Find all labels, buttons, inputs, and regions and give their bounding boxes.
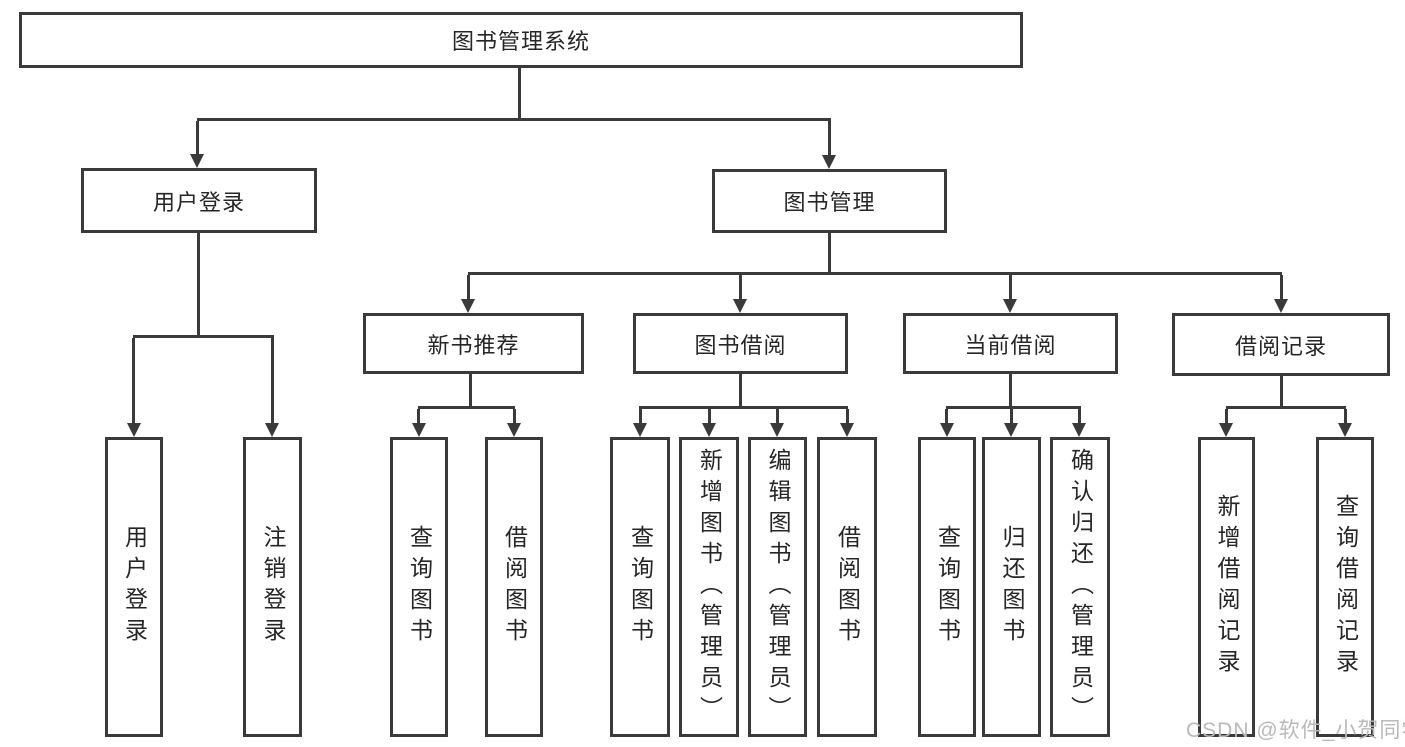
connector-bb-bar bbox=[639, 406, 848, 409]
node-new-books: 新书推荐 bbox=[363, 313, 584, 374]
connector-br-down bbox=[1280, 376, 1283, 408]
connector-cb-leaf1-stem bbox=[945, 409, 948, 424]
arrowhead-leaf-logout bbox=[265, 423, 279, 437]
arrowhead-cb-query bbox=[940, 423, 954, 437]
node-user-login: 用户登录 bbox=[81, 168, 317, 233]
leaf-nb-query-books: 查询图书 bbox=[390, 437, 448, 737]
leaf-br-query-record: 查询借阅记录 bbox=[1316, 437, 1374, 737]
connector-new-books-stem bbox=[467, 275, 470, 300]
arrowhead-new-books bbox=[461, 299, 475, 313]
connector-root-bar bbox=[197, 118, 831, 121]
connector-bb-leaf4-stem bbox=[846, 409, 849, 424]
arrowhead-book-borrow bbox=[733, 299, 747, 313]
connector-book-borrow-stem bbox=[739, 275, 742, 300]
connector-cb-leaf2-stem bbox=[1010, 409, 1013, 424]
connector-ul-leaf1-stem bbox=[132, 338, 135, 424]
connector-current-borrow-stem bbox=[1009, 275, 1012, 300]
leaf-bb-borrow-books-label: 借阅图书 bbox=[834, 525, 861, 649]
leaf-bb-borrow-books: 借阅图书 bbox=[817, 437, 877, 737]
connector-nb-leaf1-stem bbox=[417, 409, 420, 424]
node-root-label: 图书管理系统 bbox=[451, 29, 590, 54]
arrowhead-bb-query bbox=[633, 423, 647, 437]
arrowhead-leaf-user-login bbox=[127, 423, 141, 437]
leaf-cb-query-books: 查询图书 bbox=[918, 437, 976, 737]
leaf-user-login: 用户登录 bbox=[105, 437, 163, 737]
arrowhead-br-query bbox=[1338, 423, 1352, 437]
node-book-mgmt-label: 图书管理 bbox=[783, 190, 876, 215]
connector-bm-bar bbox=[468, 272, 1282, 275]
arrowhead-bb-borrow bbox=[840, 423, 854, 437]
connector-bb-down bbox=[739, 374, 742, 406]
leaf-cb-confirm-return-label: 确认归还（管理员） bbox=[1067, 447, 1094, 727]
leaf-cb-return-books-label: 归还图书 bbox=[999, 525, 1025, 649]
arrowhead-nb-query bbox=[412, 423, 426, 437]
leaf-bb-edit-books: 编辑图书（管理员） bbox=[748, 437, 807, 737]
connector-cb-down bbox=[1009, 374, 1012, 406]
arrowhead-book-mgmt bbox=[822, 155, 836, 169]
leaf-bb-add-books-label: 新增图书（管理员） bbox=[696, 447, 723, 727]
leaf-cb-query-books-label: 查询图书 bbox=[934, 525, 961, 649]
leaf-nb-borrow-books-label: 借阅图书 bbox=[501, 525, 528, 649]
connector-cb-bar bbox=[946, 406, 1081, 409]
node-borrow-records-label: 借阅记录 bbox=[1234, 333, 1327, 359]
leaf-bb-edit-books-label: 编辑图书（管理员） bbox=[765, 447, 791, 727]
arrowhead-br-add bbox=[1219, 423, 1233, 437]
connector-book-mgmt-stem bbox=[828, 121, 831, 156]
connector-nb-down bbox=[469, 374, 472, 408]
leaf-cb-confirm-return: 确认归还（管理员） bbox=[1050, 437, 1110, 737]
arrowhead-borrow-records bbox=[1274, 299, 1288, 313]
connector-br-leaf2-stem bbox=[1344, 409, 1347, 424]
arrowhead-cb-confirm bbox=[1072, 423, 1086, 437]
connector-user-login-stem bbox=[196, 121, 199, 156]
node-current-borrow-label: 当前借阅 bbox=[964, 332, 1057, 358]
connector-borrow-records-stem bbox=[1280, 275, 1283, 300]
node-user-login-label: 用户登录 bbox=[152, 189, 245, 215]
arrowhead-cb-return bbox=[1004, 423, 1018, 437]
leaf-br-query-record-label: 查询借阅记录 bbox=[1332, 494, 1359, 680]
connector-bb-leaf3-stem bbox=[776, 409, 779, 424]
leaf-bb-query-books-label: 查询图书 bbox=[627, 525, 654, 649]
arrowhead-user-login bbox=[190, 154, 204, 168]
leaf-bb-add-books: 新增图书（管理员） bbox=[679, 437, 739, 737]
leaf-br-add-record-label: 新增借阅记录 bbox=[1214, 494, 1240, 680]
arrowhead-bb-edit bbox=[770, 423, 784, 437]
leaf-bb-query-books: 查询图书 bbox=[610, 437, 670, 737]
leaf-nb-query-books-label: 查询图书 bbox=[406, 525, 433, 649]
arrowhead-bb-add bbox=[702, 423, 716, 437]
csdn-watermark: CSDN @软件_小贺同学 bbox=[1186, 719, 1405, 742]
leaf-nb-borrow-books: 借阅图书 bbox=[485, 437, 543, 737]
node-book-borrow-label: 图书借阅 bbox=[694, 332, 787, 358]
leaf-user-login-label: 用户登录 bbox=[121, 525, 148, 649]
node-borrow-records: 借阅记录 bbox=[1172, 313, 1390, 376]
connector-cb-leaf3-stem bbox=[1078, 409, 1081, 424]
connector-ul-bar bbox=[133, 335, 274, 338]
connector-ul-leaf2-stem bbox=[271, 338, 274, 424]
node-root: 图书管理系统 bbox=[19, 12, 1023, 68]
connector-root-stem bbox=[518, 68, 521, 118]
leaf-br-add-record: 新增借阅记录 bbox=[1198, 437, 1255, 737]
connector-nb-bar bbox=[418, 406, 515, 409]
leaf-cb-return-books: 归还图书 bbox=[982, 437, 1041, 737]
node-book-borrow: 图书借阅 bbox=[633, 313, 848, 374]
connector-ul-down bbox=[197, 233, 200, 335]
connector-br-leaf1-stem bbox=[1225, 409, 1228, 424]
connector-bb-leaf1-stem bbox=[639, 409, 642, 424]
connector-bb-leaf2-stem bbox=[708, 409, 711, 424]
node-book-mgmt: 图书管理 bbox=[712, 169, 947, 233]
leaf-logout: 注销登录 bbox=[243, 437, 302, 737]
connector-br-bar bbox=[1226, 406, 1346, 409]
arrowhead-current-borrow bbox=[1003, 299, 1017, 313]
connector-bm-down bbox=[828, 233, 831, 272]
arrowhead-nb-borrow bbox=[507, 423, 521, 437]
leaf-logout-label: 注销登录 bbox=[260, 525, 286, 649]
connector-nb-leaf2-stem bbox=[513, 409, 516, 424]
node-current-borrow: 当前借阅 bbox=[903, 313, 1118, 374]
node-new-books-label: 新书推荐 bbox=[427, 332, 520, 358]
